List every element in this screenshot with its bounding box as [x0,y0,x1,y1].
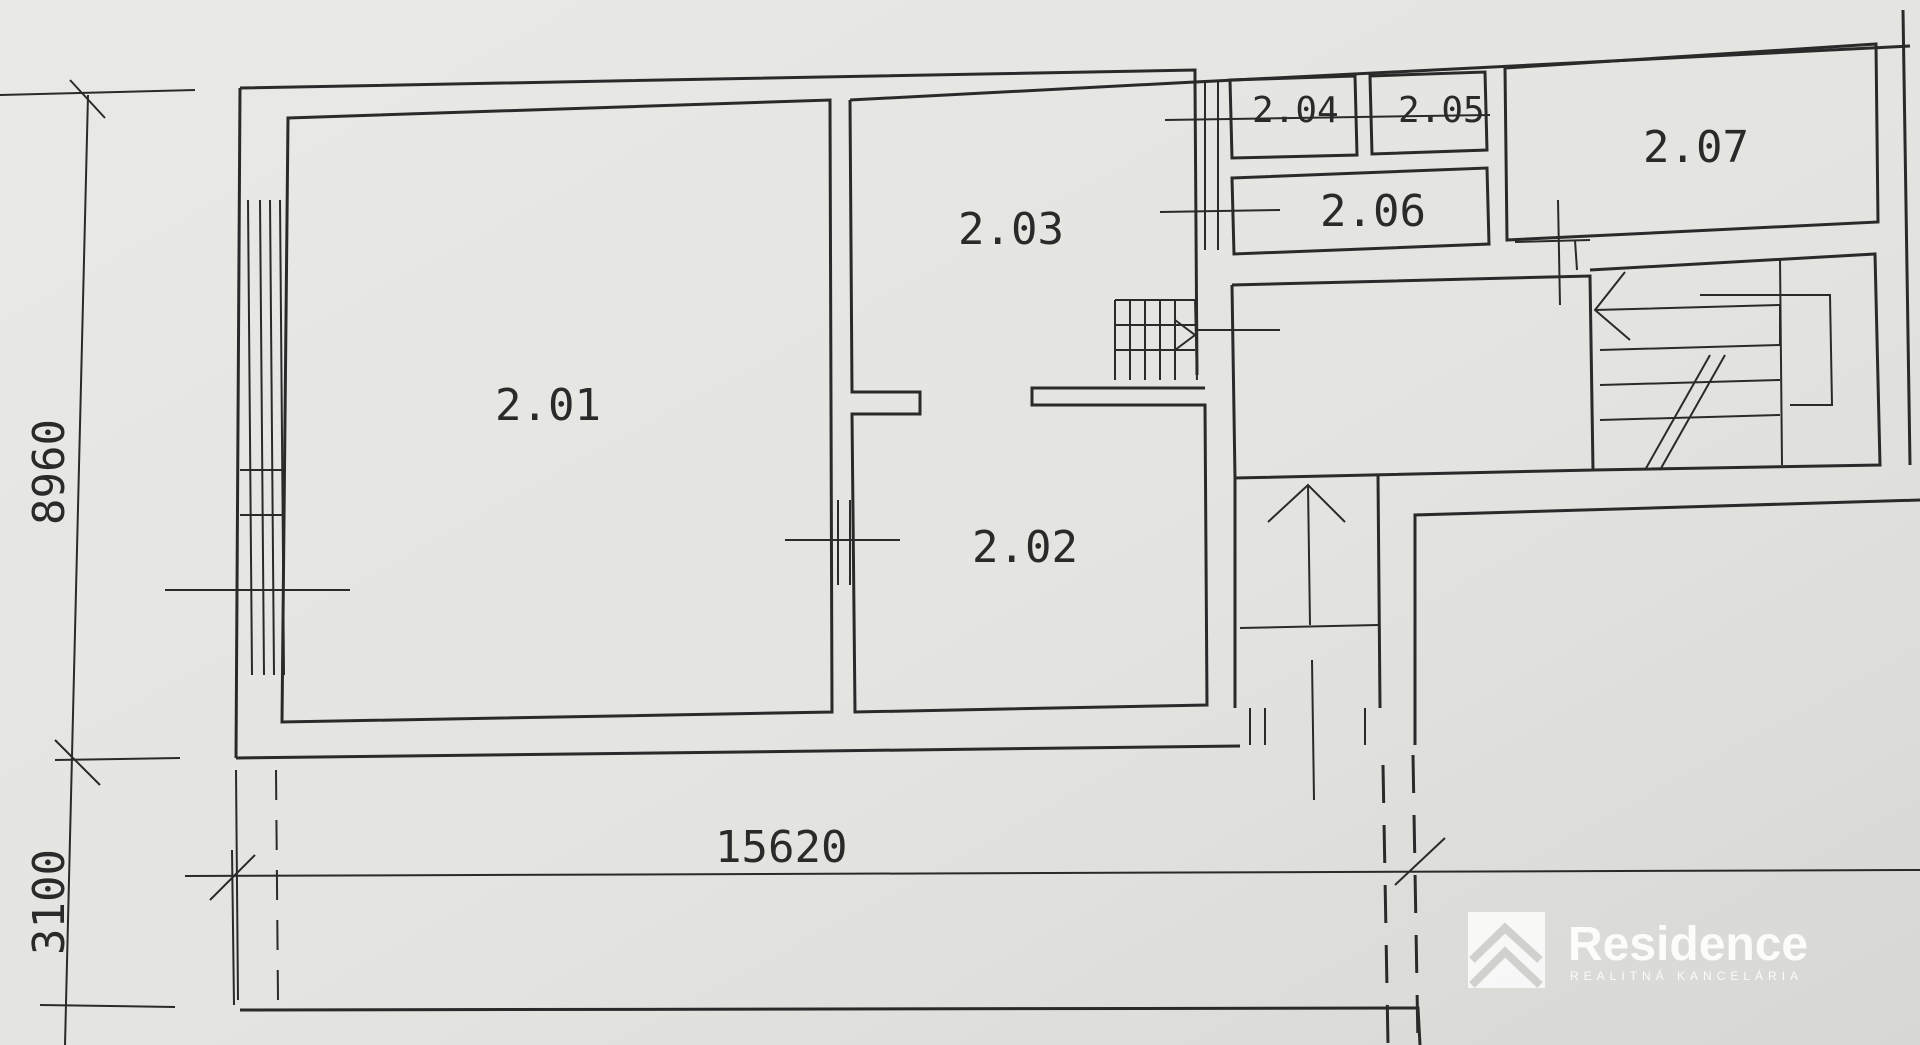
room-201-outline [280,98,834,724]
stair-203 [1114,299,1280,381]
dimension-lines [0,79,1920,1045]
watermark-tagline: REALITNÁ KANCELÁRIA [1570,968,1803,983]
small-rooms [1159,70,1491,256]
room-204-label: 2.04 [1252,90,1339,131]
dimension-height-lower: 3100 [24,849,75,955]
room-207-label: 2.07 [1643,122,1749,173]
room-202-label: 2.02 [972,522,1078,573]
room-201-label: 2.01 [495,380,601,431]
room-205-label: 2.05 [1398,90,1485,131]
residence-logo-icon [1468,912,1545,988]
entrance-corridor [1233,474,1382,801]
stair-hall [1230,199,1882,480]
room-203-label: 2.03 [958,204,1064,255]
watermark-brand: Residence [1568,918,1808,971]
room-206-label: 2.06 [1320,186,1426,237]
dashed-lines [235,754,1422,1045]
room-203-202-walls [785,80,1209,714]
dimension-width: 15620 [715,822,847,873]
residence-watermark: Residence REALITNÁ KANCELÁRIA [1468,912,1808,988]
room-207-outline [1503,42,1880,242]
dimension-height-upper: 8960 [24,419,75,525]
